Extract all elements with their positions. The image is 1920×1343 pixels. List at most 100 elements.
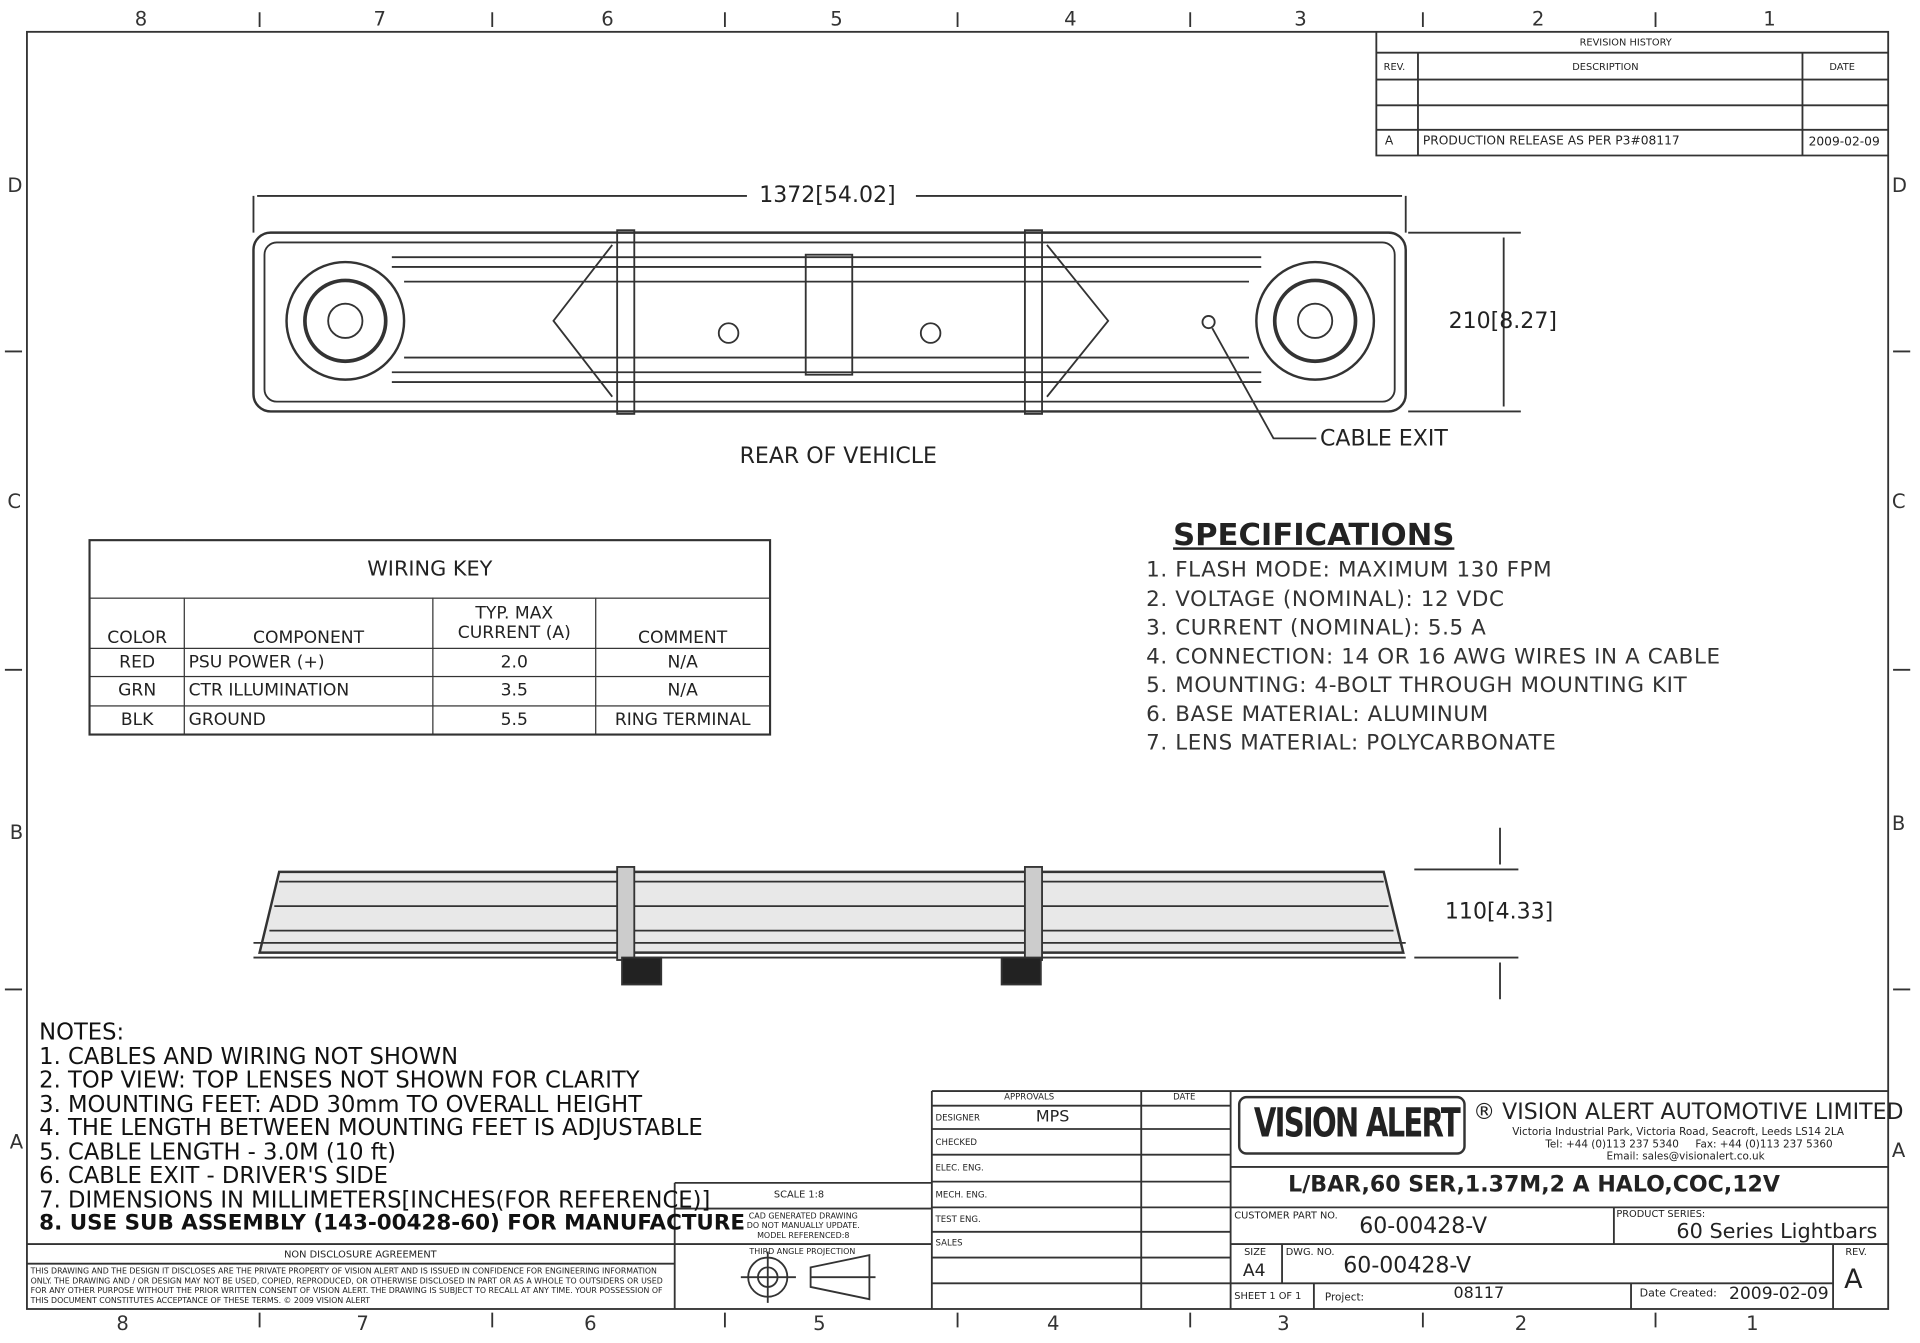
- zone-label: B: [1891, 811, 1906, 836]
- cell: N/A: [595, 647, 771, 678]
- zone-label: 7: [373, 7, 386, 31]
- zone-label: 4: [1046, 1311, 1060, 1335]
- spec-item: 6. BASE MATERIAL: ALUMINUM: [1146, 702, 1489, 727]
- column-header: COMMENT: [595, 597, 771, 649]
- approvals-date-header: DATE: [1173, 1092, 1196, 1103]
- approval-role: SALES: [935, 1237, 963, 1248]
- zone-label: 8: [134, 7, 148, 31]
- drawing-number: 60-00428-V: [1343, 1252, 1472, 1279]
- note-item: 7. DIMENSIONS IN MILLIMETERS[INCHES(FOR …: [39, 1187, 711, 1213]
- width-dimension: 210[8.27]: [1448, 308, 1557, 335]
- note-item: 2. TOP VIEW: TOP LENSES NOT SHOWN FOR CL…: [39, 1067, 640, 1094]
- cell: BLK: [89, 704, 185, 735]
- column-header: COLOR: [89, 597, 185, 649]
- cell: RED: [89, 647, 185, 678]
- date-created-label: Date Created:: [1639, 1288, 1717, 1301]
- rev-label: REV.: [1845, 1246, 1867, 1258]
- project-label: Project:: [1324, 1291, 1365, 1305]
- zone-label: 8: [116, 1311, 129, 1335]
- zone-label: B: [9, 820, 24, 844]
- spec-item: 7. LENS MATERIAL: POLYCARBONATE: [1146, 731, 1557, 756]
- cable-exit-label: CABLE EXIT: [1320, 426, 1448, 452]
- cell: GROUND: [183, 704, 434, 735]
- view-caption: REAR OF VEHICLE: [739, 443, 937, 469]
- spec-item: 3. CURRENT (NOMINAL): 5.5 A: [1146, 615, 1487, 641]
- note-item: 6. CABLE EXIT - DRIVER'S SIDE: [39, 1163, 388, 1189]
- zone-label: 7: [356, 1311, 369, 1335]
- projection-label: THIRD ANGLE PROJECTION: [749, 1246, 856, 1257]
- cad-note-line: DO NOT MANUALLY UPDATE.: [746, 1220, 860, 1231]
- note-item: 5. CABLE LENGTH - 3.0M (10 ft): [39, 1139, 397, 1166]
- approval-role: CHECKED: [935, 1137, 977, 1148]
- column-header: COMPONENT: [183, 597, 434, 649]
- zone-label: 2: [1514, 1311, 1528, 1335]
- zone-label: 5: [813, 1311, 826, 1335]
- size-label: SIZE: [1244, 1246, 1267, 1258]
- zone-label: 3: [1294, 7, 1307, 31]
- zone-label: C: [7, 489, 22, 514]
- zone-label: 1: [1746, 1311, 1759, 1335]
- cell: CTR ILLUMINATION: [183, 676, 434, 707]
- sheet-size: A4: [1242, 1261, 1266, 1281]
- zone-label: 1: [1763, 7, 1776, 31]
- zone-label: 4: [1064, 7, 1077, 31]
- vision-alert-logo: VISION ALERT: [1253, 1098, 1461, 1147]
- specifications-list: 1. FLASH MODE: MAXIMUM 130 FPM 2. VOLTAG…: [1146, 557, 1721, 758]
- zone-label: 3: [1277, 1311, 1290, 1335]
- approval-role: DESIGNER: [935, 1113, 980, 1123]
- spec-item: 1. FLASH MODE: MAXIMUM 130 FPM: [1146, 558, 1553, 583]
- revision-description: PRODUCTION RELEASE AS PER P3#08117: [1422, 134, 1680, 149]
- spec-item: 4. CONNECTION: 14 OR 16 AWG WIRES IN A C…: [1146, 644, 1721, 670]
- approval-role: TEST ENG.: [935, 1214, 981, 1225]
- length-dimension: 1372[54.02]: [759, 182, 896, 209]
- height-dimension: 110[4.33]: [1444, 898, 1554, 925]
- cell: RING TERMINAL: [595, 704, 771, 735]
- date-created: 2009-02-09: [1728, 1284, 1829, 1305]
- product-series: 60 Series Lightbars: [1676, 1219, 1878, 1245]
- project-number: 08117: [1453, 1284, 1505, 1303]
- cell: 3.5: [432, 676, 597, 707]
- company-name: ® VISION ALERT AUTOMOTIVE LIMITED: [1473, 1099, 1904, 1126]
- company-phone: Tel: +44 (0)113 237 5340 Fax: +44 (0)113…: [1545, 1138, 1833, 1152]
- cell: GRN: [89, 676, 185, 707]
- zone-label: D: [7, 173, 23, 198]
- approval-role: ELEC. ENG.: [935, 1163, 984, 1174]
- scale-label: SCALE 1:8: [773, 1188, 825, 1201]
- dwg-no-label: DWG. NO.: [1285, 1246, 1335, 1258]
- date-header: DATE: [1829, 61, 1855, 73]
- customer-part-number: 60-00428-V: [1359, 1213, 1488, 1240]
- product-series-label: PRODUCT SERIES:: [1616, 1208, 1706, 1220]
- revision-title: REVISION HISTORY: [1579, 36, 1672, 48]
- cad-note-line: CAD GENERATED DRAWING: [748, 1211, 858, 1221]
- note-item: 1. CABLES AND WIRING NOT SHOWN: [39, 1043, 459, 1070]
- notes-title: NOTES:: [39, 1020, 125, 1046]
- rev-header: REV.: [1383, 61, 1406, 73]
- zone-label: 2: [1531, 7, 1545, 31]
- zone-label: C: [1891, 489, 1906, 514]
- wiring-key-title: WIRING KEY: [89, 540, 771, 599]
- drawing-description: L/BAR,60 SER,1.37M,2 A HALO,COC,12V: [1288, 1171, 1780, 1198]
- zone-label: 6: [584, 1311, 597, 1335]
- zone-label: 5: [830, 7, 843, 31]
- note-item: 8. USE SUB ASSEMBLY (143-00428-60) FOR M…: [39, 1211, 745, 1236]
- nda-title: NON DISCLOSURE AGREEMENT: [284, 1248, 437, 1261]
- customer-part-label: CUSTOMER PART NO.: [1234, 1209, 1338, 1221]
- approvals-title: APPROVALS: [1004, 1092, 1055, 1103]
- cell: 2.0: [432, 647, 597, 678]
- revision: A: [1844, 1264, 1863, 1296]
- nda-text: THIS DRAWING AND THE DESIGN IT DISCLOSES…: [30, 1266, 663, 1306]
- notes: NOTES: 1. CABLES AND WIRING NOT SHOWN 2.…: [39, 1021, 745, 1236]
- zone-label: A: [9, 1130, 24, 1154]
- cad-note: CAD GENERATED DRAWING DO NOT MANUALLY UP…: [681, 1211, 926, 1240]
- zone-label: 6: [601, 7, 614, 31]
- specifications-title: SPECIFICATIONS: [1173, 516, 1455, 553]
- note-item: 4. THE LENGTH BETWEEN MOUNTING FEET IS A…: [39, 1115, 703, 1142]
- revision-date: 2009-02-09: [1808, 135, 1880, 150]
